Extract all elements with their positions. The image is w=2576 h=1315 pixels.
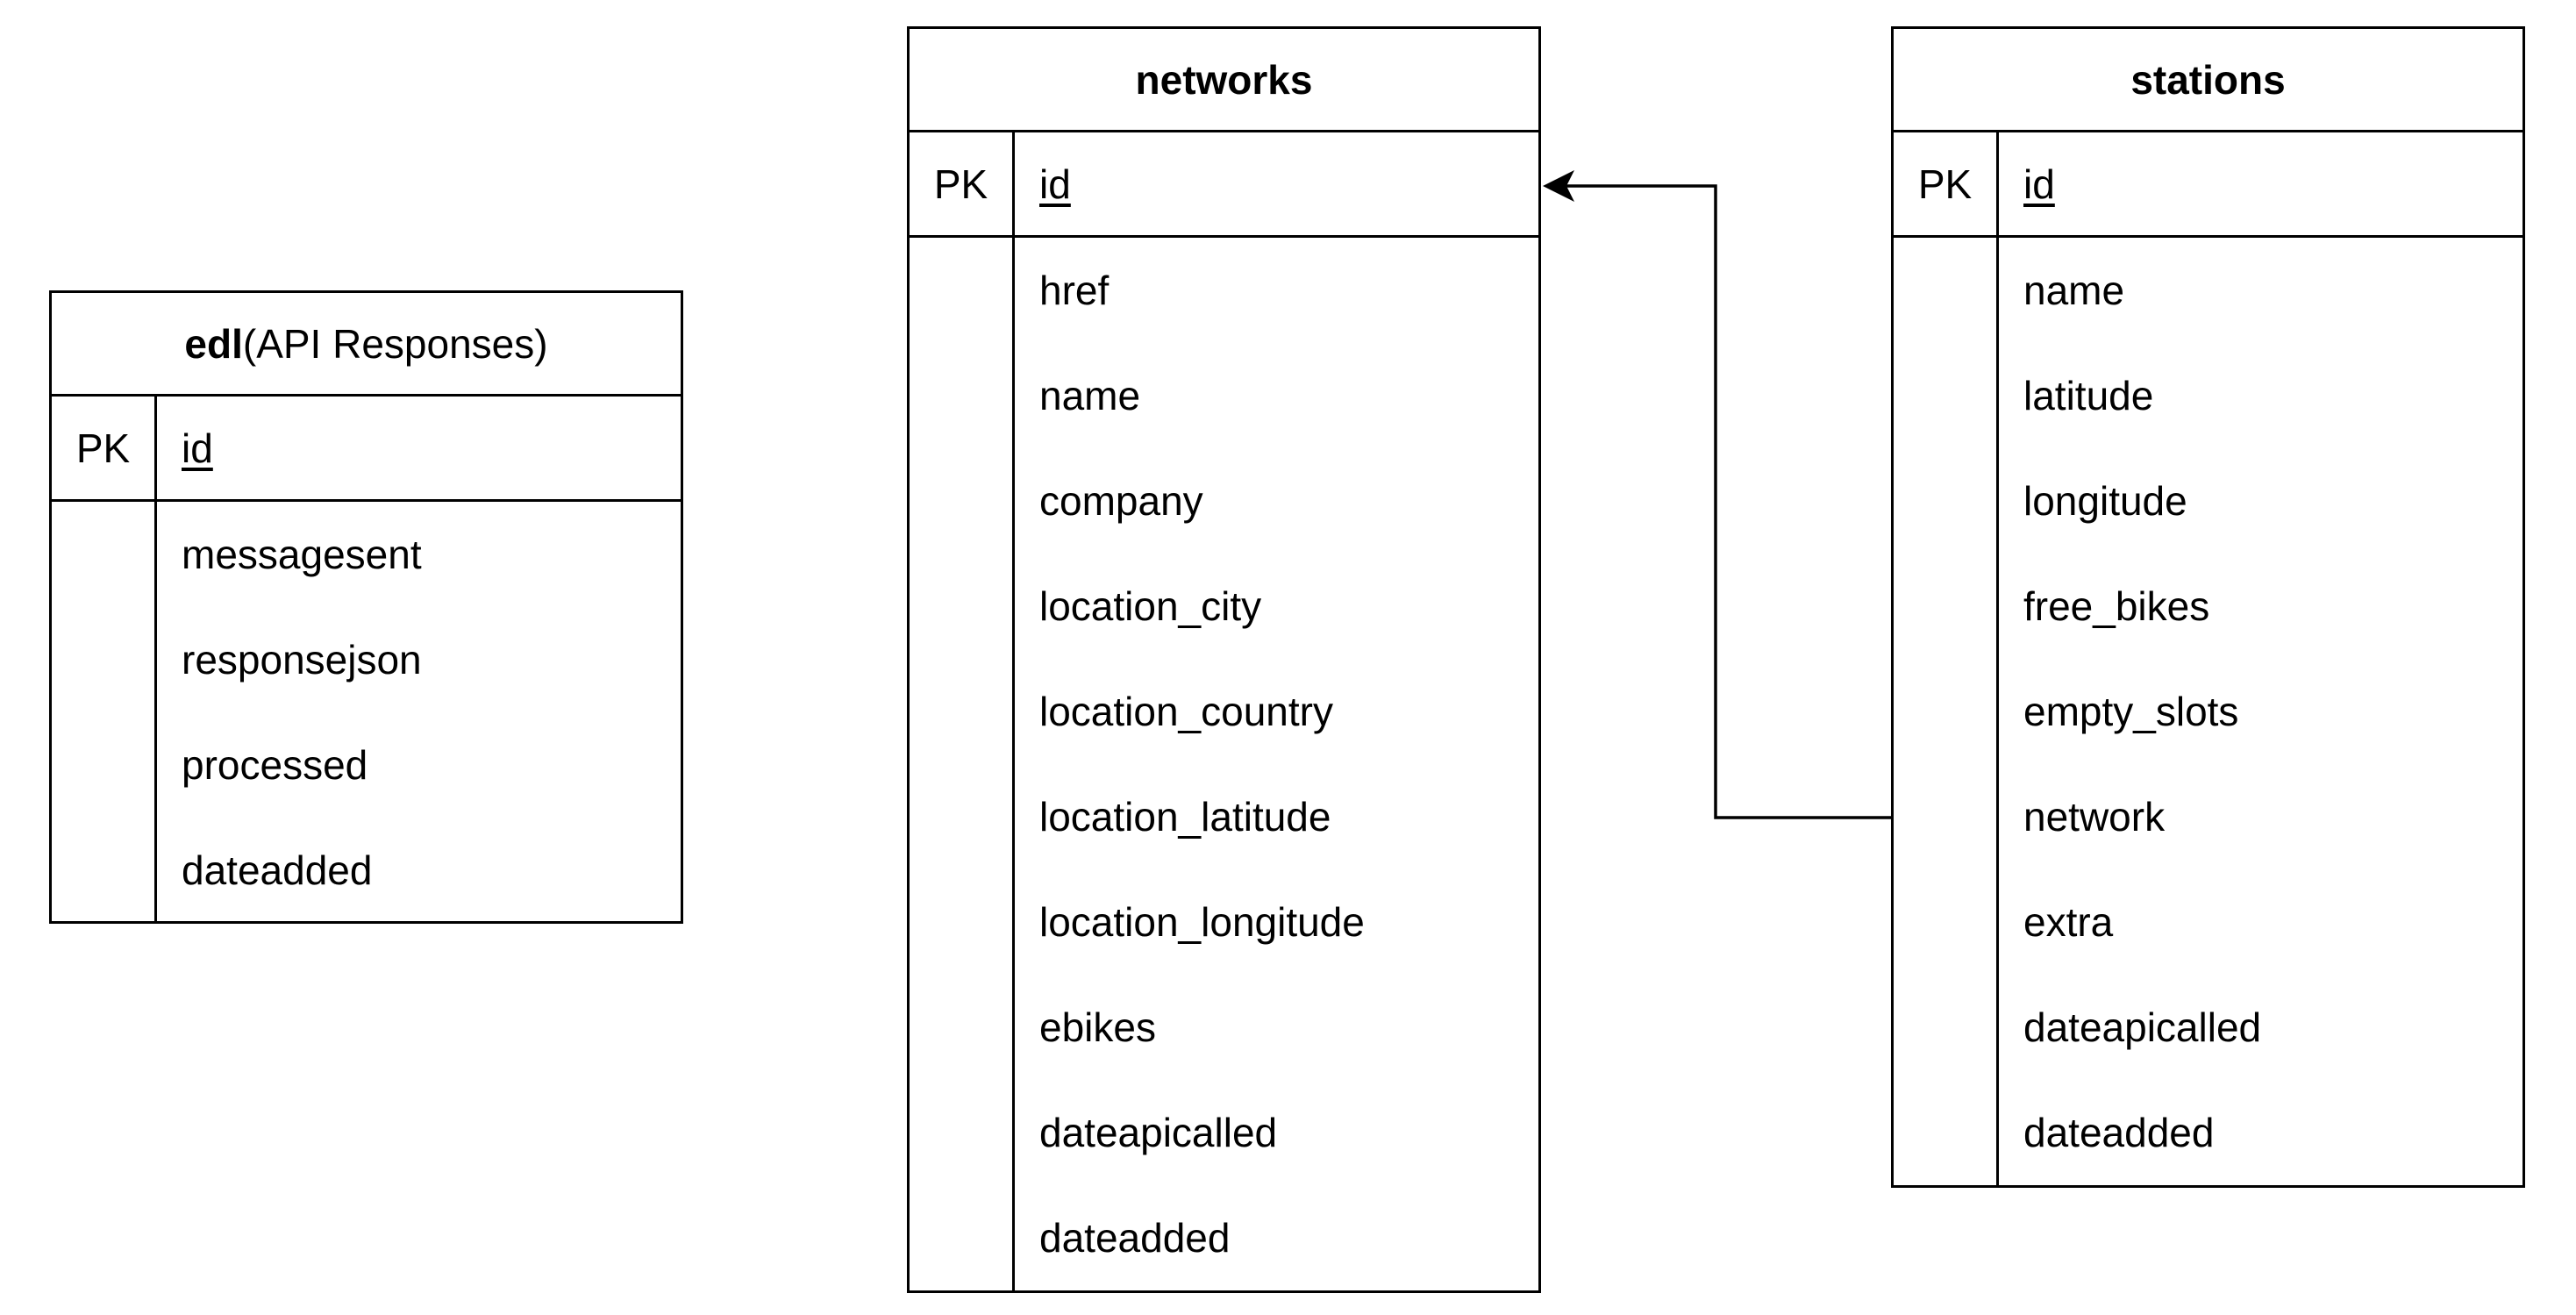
key-column-stations (1894, 238, 1999, 1185)
key-column-edl (52, 502, 157, 923)
field-row: location_latitude (1039, 794, 1331, 840)
arrowhead-icon (1543, 170, 1574, 202)
pk-field-networks: id (1039, 161, 1071, 207)
field-row: location_city (1039, 583, 1262, 629)
field-row: company (1039, 478, 1203, 524)
field-list-edl: messagesent responsejson processed dateadde… (157, 502, 681, 923)
entity-networks[interactable]: networks PK id href name company location_c… (907, 26, 1541, 1293)
field-row: name (2023, 268, 2125, 313)
field-row: latitude (2023, 373, 2154, 418)
fields-stations: name latitude longitude free_bikes empty_slo… (1894, 238, 2522, 1185)
field-row: name (1039, 373, 1141, 418)
field-row: dateadded (2023, 1110, 2215, 1155)
entity-header-edl: edl (API Responses) (52, 293, 681, 397)
pk-label-edl: PK (52, 397, 157, 499)
entity-edl[interactable]: edl (API Responses) PK id messagesent res… (49, 290, 683, 924)
field-row: ebikes (1039, 1004, 1156, 1050)
pk-row-stations: PK id (1894, 132, 2522, 238)
pk-row-networks: PK id (910, 132, 1538, 238)
field-row: processed (182, 742, 368, 788)
entity-stations[interactable]: stations PK id name latitude longitude free… (1891, 26, 2525, 1188)
entity-subtitle-edl: (API Responses) (242, 320, 548, 367)
entity-title-stations: stations (2130, 56, 2286, 103)
field-row: free_bikes (2023, 583, 2210, 629)
pk-field-edl: id (182, 425, 213, 471)
fields-networks: href name company location_city location_cou… (910, 238, 1538, 1290)
entity-header-networks: networks (910, 29, 1538, 132)
entity-title-networks: networks (1135, 56, 1313, 103)
pk-label-networks: PK (910, 132, 1015, 235)
field-list-stations: name latitude longitude free_bikes empty_slo… (1999, 238, 2522, 1185)
field-row: responsejson (182, 637, 422, 683)
fields-edl: messagesent responsejson processed dateadde… (52, 502, 681, 923)
field-row: location_country (1039, 689, 1333, 734)
field-row: longitude (2023, 478, 2187, 524)
field-row: extra (2023, 899, 2114, 945)
field-row: dateadded (1039, 1215, 1231, 1261)
field-row: href (1039, 268, 1110, 313)
field-row: dateapicalled (2023, 1004, 2262, 1050)
entity-title-edl: edl (184, 320, 243, 367)
pk-label-stations: PK (1894, 132, 1999, 235)
pk-field-stations: id (2023, 161, 2055, 207)
field-row: dateadded (182, 847, 373, 893)
field-row: location_longitude (1039, 899, 1365, 945)
entity-header-stations: stations (1894, 29, 2522, 132)
field-list-networks: href name company location_city location_cou… (1015, 238, 1538, 1290)
field-row: empty_slots (2023, 689, 2239, 734)
connector-line (1559, 184, 1891, 819)
field-row: messagesent (182, 532, 422, 577)
field-row: dateapicalled (1039, 1110, 1278, 1155)
pk-row-edl: PK id (52, 397, 681, 502)
field-row: network (2023, 794, 2166, 840)
key-column-networks (910, 238, 1015, 1290)
